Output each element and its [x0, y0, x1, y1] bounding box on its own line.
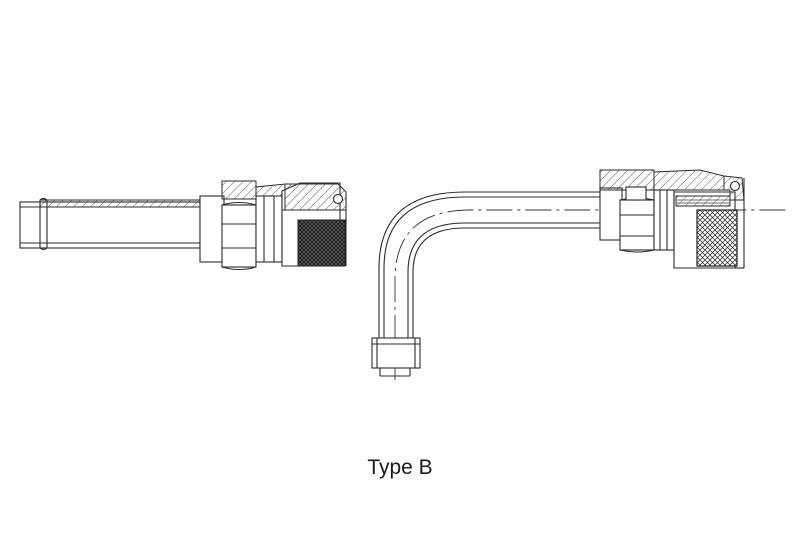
straight-knurl-sleeve — [297, 219, 346, 267]
straight-oring — [332, 193, 344, 205]
elbow-knurl-sleeve — [696, 209, 738, 267]
elbow-centerline — [394, 209, 790, 380]
straight-hex-nut — [199, 180, 257, 271]
elbow-tube — [371, 191, 600, 377]
elbow-body — [653, 169, 745, 269]
straight-fitting — [19, 180, 347, 271]
figure-caption: Type B — [367, 456, 433, 479]
straight-tube — [19, 197, 201, 251]
elbow-oring — [729, 180, 741, 192]
straight-body — [255, 182, 347, 267]
elbow-hex-nut — [599, 169, 655, 253]
elbow-fitting — [371, 169, 790, 380]
